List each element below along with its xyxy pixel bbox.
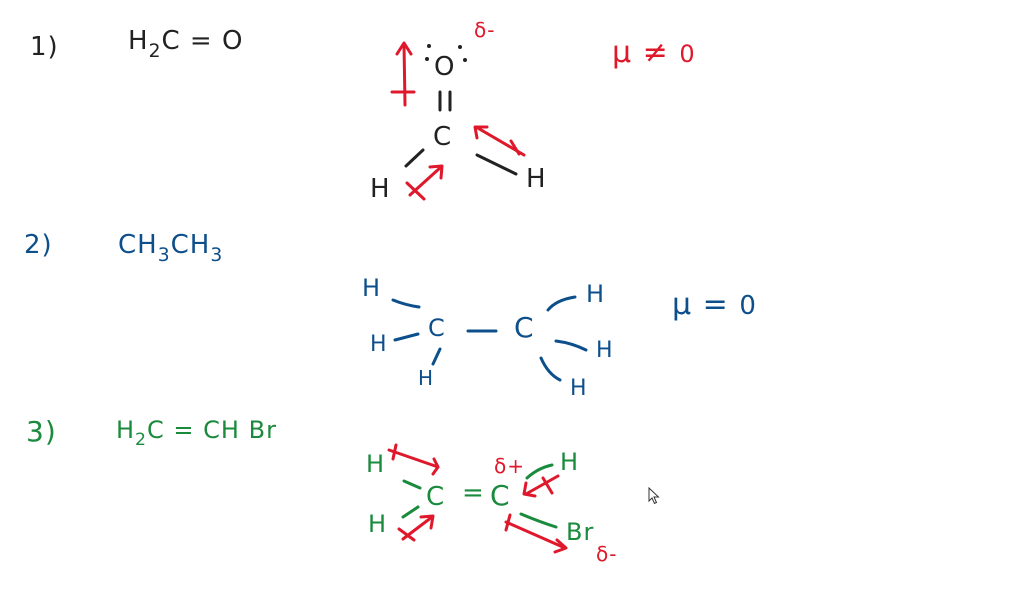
atom-hydrogen-top-right: H [560,448,580,476]
problem-2-number: 2) [24,230,53,260]
mu-symbol: μ [672,287,693,322]
atom-hydrogen: H [596,338,614,363]
double-bond: = [462,478,485,508]
formula-h: H [116,416,136,444]
formula-rest: C = O [161,26,244,56]
dipole-arrows-1 [390,41,526,201]
atom-hydrogen: H [586,280,606,308]
atom-carbon-right: C [514,311,535,344]
formula-ch: CH [118,230,158,260]
atom-hydrogen-right: H [526,164,547,194]
atom-hydrogen: H [362,274,382,302]
problem-2-formula: CH3CH3 [118,230,223,265]
formula-subscript: 2 [148,40,162,62]
atom-hydrogen: H [370,332,388,357]
formula-h: H [128,26,149,56]
arrow-cursor-icon [648,487,660,505]
dipole-result-2: μ = 0 [672,290,757,320]
atom-hydrogen-left: H [370,174,391,204]
problem-3-number: 3) [26,415,57,448]
dipole-value: 0 [739,291,757,321]
atom-carbon-right: C [490,479,511,512]
relation-symbol: = [702,287,729,322]
partial-charge-oxygen: δ- [474,18,496,42]
dipole-result-1: μ ≠ 0 [612,38,696,68]
atom-hydrogen-bottom-left: H [368,510,388,538]
atom-hydrogen: H [570,376,588,401]
atom-carbon-left: C [428,314,446,342]
dipole-value: 0 [679,40,696,68]
mu-symbol: μ [612,35,633,70]
atom-hydrogen: H [418,366,435,390]
bond-c-o-double [438,90,452,112]
formula-ch: CH [170,230,211,260]
atom-bromine: Br [566,518,595,546]
problem-1-number: 1) [30,32,59,62]
relation-symbol: ≠ [642,35,669,70]
partial-charge-carbon: δ+ [494,454,525,478]
atom-carbon-left: C [426,482,446,512]
partial-charge-bromine: δ- [596,542,618,566]
atom-oxygen: O [434,52,456,82]
bond-c-h [404,148,518,176]
formula-subscript: 3 [157,244,171,266]
atom-carbon: C [433,122,453,152]
atom-hydrogen-top-left: H [366,450,386,478]
formula-subscript: 3 [210,244,224,266]
formula-subscript: 2 [135,430,148,451]
problem-1-formula: H2C = O [128,26,244,61]
problem-3-formula: H2C = CH Br [116,416,277,449]
formula-rest: C = CH Br [147,416,277,444]
